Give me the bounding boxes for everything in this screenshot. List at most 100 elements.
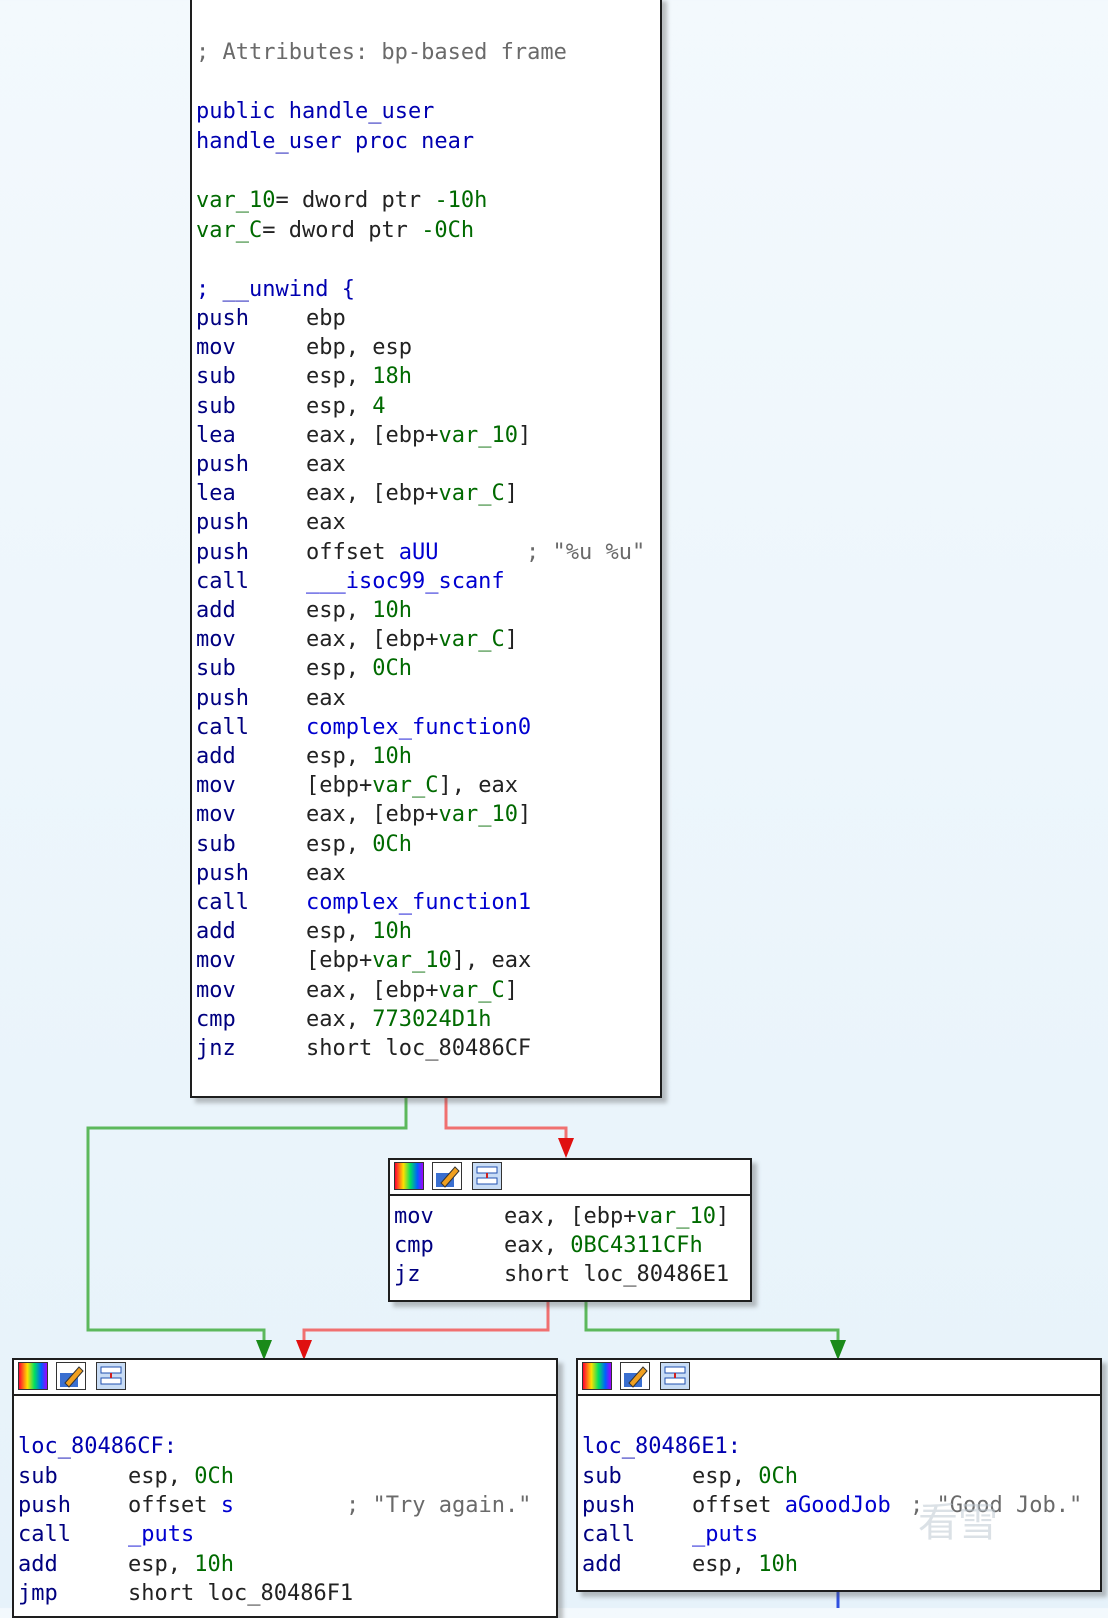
graph-view-icon[interactable] <box>660 1362 690 1390</box>
mnemonic: sub <box>18 1464 58 1489</box>
instruction-line[interactable]: call_puts <box>18 1520 194 1550</box>
operand: ___isoc99_scanf <box>306 568 505 594</box>
mnemonic: mov <box>196 773 236 799</box>
instruction-line[interactable]: push eax <box>196 450 346 480</box>
mnemonic: push <box>196 860 249 886</box>
mnemonic: add <box>196 919 236 945</box>
instruction-line[interactable]: add esp, 10h <box>582 1550 798 1580</box>
color-palette-icon[interactable] <box>582 1362 612 1390</box>
instruction-line[interactable]: call complex_function0 <box>196 713 531 743</box>
graph-view-icon[interactable] <box>96 1362 126 1390</box>
operand: offset s <box>128 1493 234 1519</box>
operand: esp, 0Ch <box>692 1464 798 1489</box>
block-toolbar <box>14 1360 556 1396</box>
mnemonic: push <box>196 452 249 477</box>
mnemonic: sub <box>196 656 236 682</box>
operand: esp, 0Ch <box>306 831 412 857</box>
comment: ; "Good Job." <box>910 1493 1083 1519</box>
operand: [ebp+var_C], eax <box>306 773 518 799</box>
instruction-line[interactable]: mov [ebp+var_C], eax <box>196 771 518 801</box>
operand: esp, 10h <box>306 598 412 623</box>
operand: _puts <box>692 1522 759 1548</box>
operand: [ebp+var_10], eax <box>306 948 532 974</box>
operand: complex_function0 <box>306 714 532 740</box>
mnemonic: add <box>582 1551 622 1577</box>
operand: esp, 10h <box>306 744 412 769</box>
operand: eax, [ebp+var_C] <box>306 481 518 507</box>
edit-pencil-icon[interactable] <box>56 1362 86 1390</box>
unwind-comment: ; __unwind { <box>196 277 355 302</box>
mnemonic: push <box>196 539 249 565</box>
instruction-line[interactable]: cmp eax, 773024D1h <box>196 1005 491 1035</box>
instruction-line[interactable]: call___isoc99_scanf <box>196 567 505 597</box>
mnemonic: add <box>196 598 236 623</box>
operand: eax <box>306 510 346 536</box>
operand: short loc_80486F1 <box>128 1580 354 1606</box>
operand: ebp, esp <box>306 335 412 361</box>
color-palette-icon[interactable] <box>394 1162 424 1190</box>
code-block-handle-user[interactable]: ; Attributes: bp-based frame public hand… <box>190 0 662 1098</box>
instruction-line[interactable]: call_puts <box>582 1520 758 1550</box>
operand: esp, 4 <box>306 393 386 419</box>
var-decl: var_10= dword ptr -10h <box>196 188 488 213</box>
mnemonic: call <box>196 714 249 740</box>
operand: eax <box>306 452 346 477</box>
mnemonic: push <box>196 685 249 711</box>
edit-pencil-icon[interactable] <box>620 1362 650 1390</box>
operand: short loc_80486CF <box>306 1036 532 1061</box>
block-toolbar <box>578 1360 1100 1396</box>
var-decl: var_C= dword ptr -0Ch <box>196 218 475 243</box>
instruction-line[interactable]: mov [ebp+var_10], eax <box>196 946 531 976</box>
arrow-head-green <box>256 1340 272 1360</box>
mnemonic: call <box>196 890 249 915</box>
operand: eax, 0BC4311CFh <box>504 1233 703 1259</box>
operand: _puts <box>128 1522 195 1548</box>
mnemonic: jz <box>394 1262 421 1288</box>
block-label: loc_80486CF: <box>18 1434 177 1459</box>
edge-jnz-fallthrough <box>444 1098 568 1142</box>
operand: eax, 773024D1h <box>306 1006 492 1032</box>
edge-jnz-taken <box>86 1098 408 1344</box>
edit-pencil-icon[interactable] <box>432 1162 462 1190</box>
mnemonic: mov <box>196 948 236 974</box>
mnemonic: mov <box>196 977 236 1003</box>
graph-view-icon[interactable] <box>472 1162 502 1190</box>
operand: esp, 18h <box>306 364 412 390</box>
mnemonic: cmp <box>196 1006 236 1032</box>
operand: esp, 10h <box>692 1551 798 1577</box>
color-palette-icon[interactable] <box>18 1362 48 1390</box>
mnemonic: add <box>18 1551 58 1577</box>
instruction-line[interactable]: add esp, 10h <box>196 596 412 626</box>
